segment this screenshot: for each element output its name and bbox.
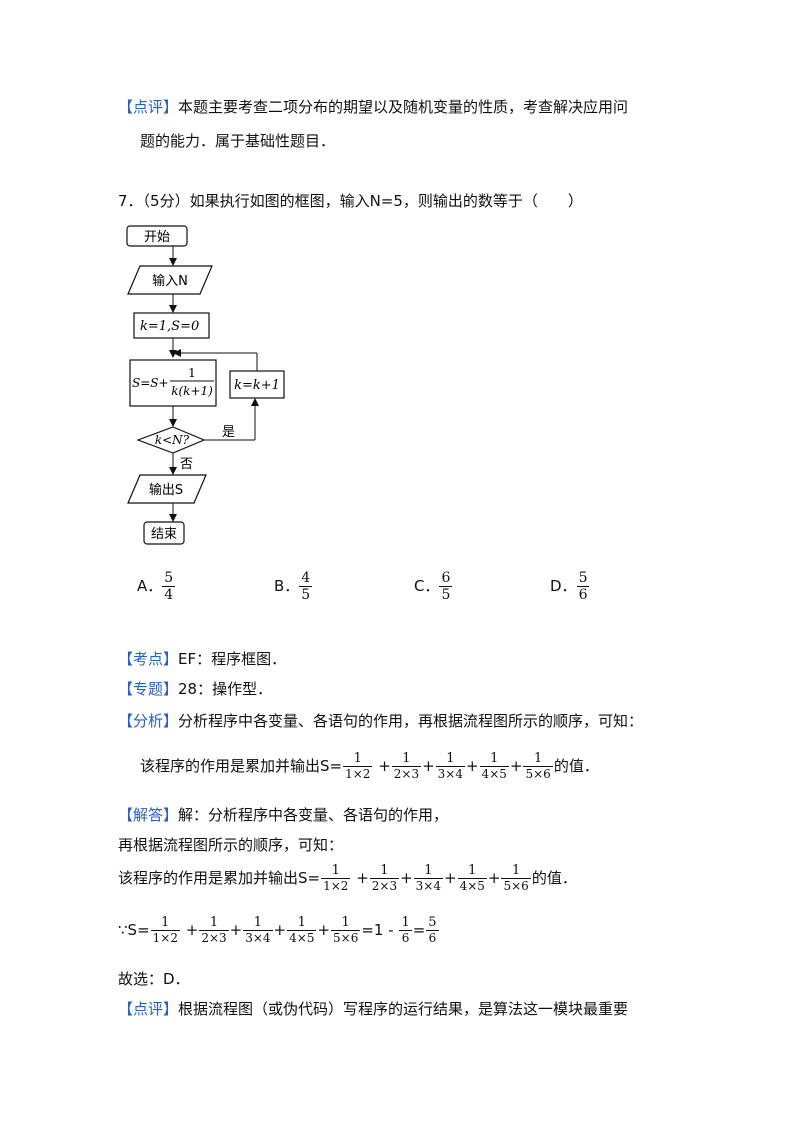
flow-sum-left: S=S+ bbox=[132, 376, 169, 390]
flow-start-text: 开始 bbox=[144, 230, 170, 245]
flow-input-text: 输入N bbox=[152, 273, 188, 289]
flow-sum-num: 1 bbox=[188, 366, 196, 380]
question-stem: 7．（5分）如果执行如图的框图，输入N=5，则输出的数等于（ ） bbox=[118, 192, 583, 210]
jieda-line1: 【解答】解：分析程序中各变量、各语句的作用， bbox=[118, 806, 449, 824]
flow-output-text: 输出S bbox=[149, 482, 183, 498]
flow-start-box bbox=[126, 225, 188, 247]
flowchart: 开始 输入N k=1,S=0 S=S+ 1 k(k+1) k<N? 是 k=k+… bbox=[126, 225, 285, 545]
flow-incr-text: k=k+1 bbox=[234, 378, 280, 393]
prev-comment-line2: 题的能力．属于基础性题目． bbox=[140, 132, 336, 150]
kaodian-line: 【考点】EF：程序框图． bbox=[118, 650, 287, 668]
flow-sum-den: k(k+1) bbox=[171, 384, 213, 398]
fenxi-line: 【分析】分析程序中各变量、各语句的作用，再根据流程图所示的顺序，可知： bbox=[118, 712, 644, 730]
flow-output-box bbox=[127, 474, 207, 504]
zhuanti-line: 【专题】28：操作型． bbox=[118, 680, 273, 698]
flow-init-box bbox=[133, 312, 210, 339]
flow-init-text: k=1,S=0 bbox=[140, 319, 199, 334]
flow-yes-label: 是 bbox=[222, 425, 235, 440]
prev-comment-line1: 【点评】本题主要考查二项分布的期望以及随机变量的性质，考查解决应用问 bbox=[118, 98, 629, 116]
jieda-line2: 再根据流程图所示的顺序，可知： bbox=[118, 836, 344, 854]
last-comment-line: 【点评】根据流程图（或伪代码）写程序的运行结果，是算法这一模块最重要 bbox=[118, 1000, 629, 1018]
flow-input-box bbox=[127, 265, 213, 295]
flow-end-text: 结束 bbox=[151, 527, 177, 542]
flow-no-label: 否 bbox=[180, 457, 193, 472]
comment-tag: 【点评】 bbox=[118, 98, 179, 116]
flow-end-box bbox=[143, 521, 185, 545]
flow-cond-text: k<N? bbox=[155, 433, 190, 447]
choice-line: 故选：D． bbox=[118, 970, 190, 988]
